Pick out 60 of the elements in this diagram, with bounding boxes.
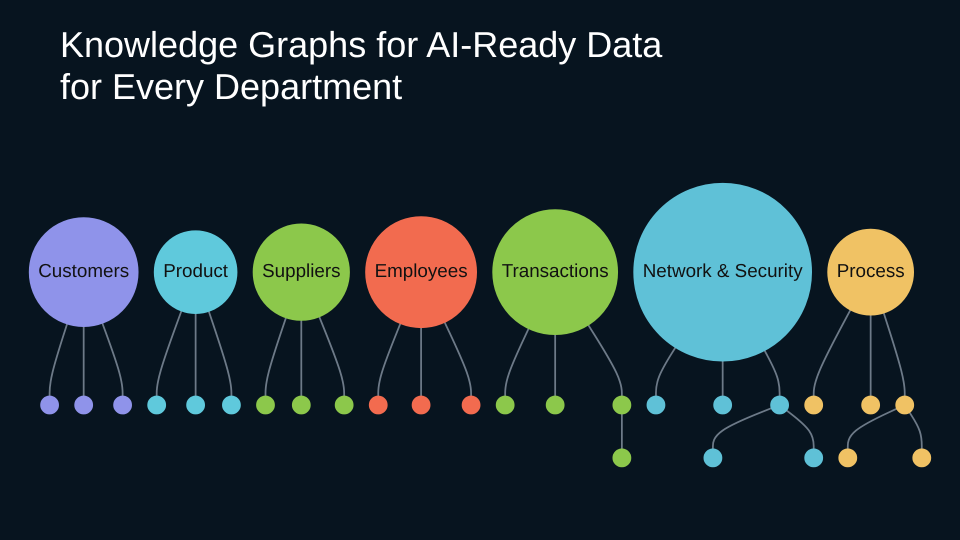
node-circle: [334, 396, 354, 414]
node-circle: [222, 396, 241, 414]
node-circle: [412, 396, 430, 414]
node-circle: Suppliers: [252, 224, 350, 321]
node-circle: [912, 448, 932, 468]
connector: [504, 328, 530, 396]
connector: [621, 414, 623, 450]
node-circle: Transactions: [492, 209, 618, 335]
connector: [908, 412, 923, 450]
node-circle: [804, 448, 824, 468]
node-circle: [113, 396, 132, 414]
connector: [300, 320, 302, 396]
connector: [208, 310, 232, 396]
connector: [712, 407, 772, 450]
node-circle: [804, 396, 824, 414]
connector: [377, 323, 402, 396]
connector: [82, 326, 85, 396]
node-circle: [713, 396, 732, 414]
node-circle: [462, 396, 480, 414]
connector: [882, 312, 906, 396]
node-circle: [704, 448, 722, 468]
node-circle: [147, 396, 166, 414]
node-circle: [861, 396, 880, 414]
title: Knowledge Graphs for AI-Ready Data for Every Department: [60, 24, 664, 108]
connector: [655, 346, 676, 396]
node-circle: [496, 396, 515, 414]
node-circle: Process: [827, 228, 914, 316]
node-circle: [612, 448, 632, 468]
node-circle: [292, 396, 311, 414]
connector: [870, 314, 872, 396]
node-circle: [186, 396, 206, 414]
node-circle: [646, 396, 666, 414]
connector: [554, 334, 556, 396]
node-circle: Network & Security: [633, 182, 812, 362]
connector: [194, 313, 196, 396]
node-circle: Product: [154, 230, 238, 314]
node-circle: [40, 396, 59, 414]
node-circle: [368, 396, 388, 414]
connector: [318, 316, 346, 396]
connector: [786, 410, 815, 450]
node-circle: [612, 396, 632, 414]
connector: [812, 309, 852, 396]
node-circle: [256, 396, 275, 414]
node-circle: [838, 448, 858, 468]
connector: [102, 322, 124, 396]
node-circle: [74, 396, 94, 414]
connector: [588, 324, 623, 396]
connector: [156, 310, 182, 396]
node-circle: Customers: [28, 217, 139, 327]
connector: [420, 327, 422, 396]
connector: [764, 350, 780, 396]
node-circle: Employees: [365, 216, 478, 328]
connector: [444, 322, 472, 396]
connector: [48, 324, 68, 396]
connector: [846, 408, 898, 450]
connector: [722, 360, 724, 396]
node-circle: [895, 396, 914, 414]
node-circle: [770, 396, 790, 414]
node-circle: [546, 396, 565, 414]
connector: [264, 317, 287, 396]
